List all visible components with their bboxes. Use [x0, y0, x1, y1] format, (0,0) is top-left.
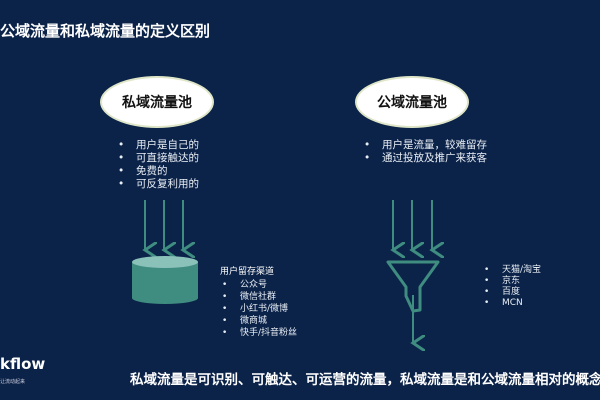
- list-item: 公众号: [220, 279, 297, 291]
- list-item: 用户是流量，较难留存: [362, 139, 487, 152]
- list-item: 百度: [482, 287, 541, 298]
- private-pool-ellipse: 私域流量池: [100, 76, 214, 128]
- logo: kflow: [0, 355, 46, 373]
- list-item: 可直接触达的: [116, 152, 199, 165]
- private-points: 用户是自己的 可直接触达的 免费的 可反复利用的: [116, 139, 199, 191]
- private-arrows: [145, 200, 183, 250]
- logo-subtitle: 让流动起来: [0, 379, 26, 385]
- list-item: MCN: [482, 298, 541, 309]
- list-item: 通过投放及推广来获客: [362, 152, 487, 165]
- public-points: 用户是流量，较难留存 通过投放及推广来获客: [362, 139, 487, 165]
- list-item: 可反复利用的: [116, 178, 199, 191]
- list-item: 小红书/微博: [220, 303, 297, 315]
- page-title: 公域流量和私域流量的定义区别: [0, 22, 211, 40]
- public-channels: 天猫/淘宝 京东 百度 MCN: [482, 265, 541, 309]
- list-item: 微信社群: [220, 291, 297, 303]
- list-item: 快手/抖音粉丝: [220, 327, 297, 339]
- private-channels: 公众号 微信社群 小红书/微博 微商城 快手/抖音粉丝: [220, 279, 297, 339]
- list-item: 天猫/淘宝: [482, 265, 541, 276]
- list-item: 用户是自己的: [116, 139, 199, 152]
- public-pool-ellipse: 公域流量池: [355, 76, 469, 128]
- channels-title: 用户留存渠道: [220, 267, 275, 277]
- summary-text: 私域流量是可识别、可触达、可运营的流量，私域流量是和公域流量相对的概念: [130, 372, 600, 388]
- public-arrows: [393, 200, 432, 250]
- list-item: 微商城: [220, 315, 297, 327]
- list-item: 京东: [482, 276, 541, 287]
- database-cylinder-icon: [132, 256, 198, 304]
- funnel-icon: [386, 260, 440, 343]
- list-item: 免费的: [116, 165, 199, 178]
